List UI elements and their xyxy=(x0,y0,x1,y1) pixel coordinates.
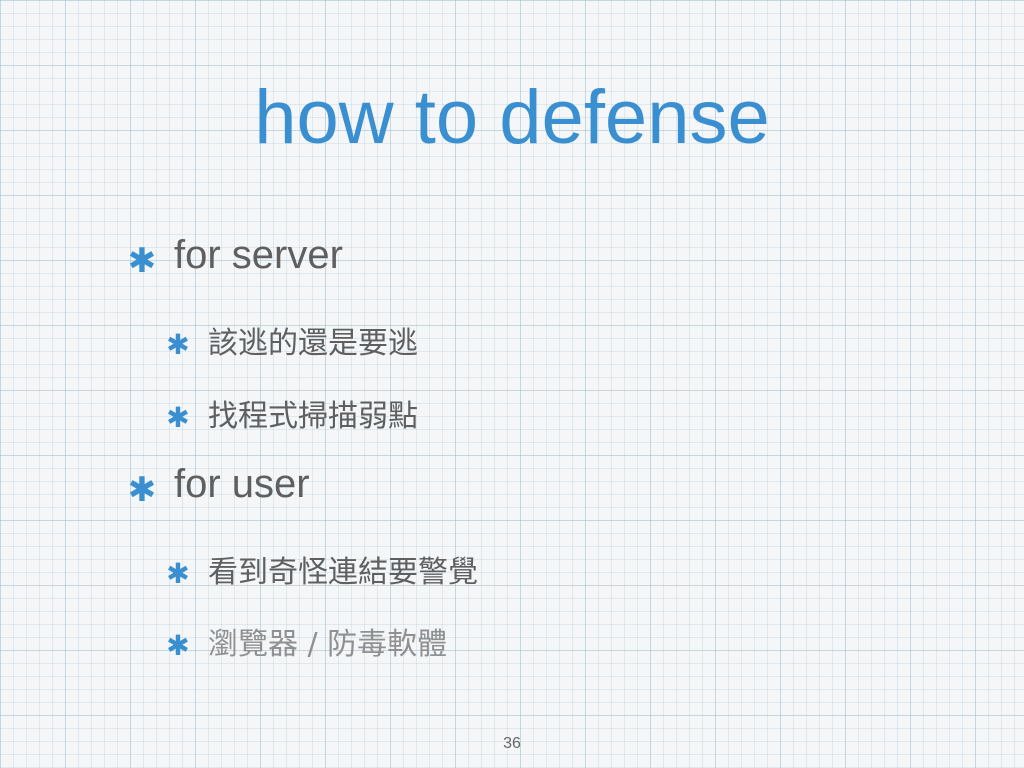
asterisk-bullet-icon: ✱ xyxy=(127,470,157,509)
bullet-text: for user xyxy=(174,462,310,506)
asterisk-bullet-icon: ✱ xyxy=(166,629,190,661)
asterisk-bullet-icon: ✱ xyxy=(127,241,157,280)
bullet-for-user: ✱ for user xyxy=(127,462,310,509)
sub-bullet-scan: ✱ 找程式掃描弱點 xyxy=(166,391,418,435)
sub-bullet-suspicious-links: ✱ 看到奇怪連結要警覺 xyxy=(166,547,478,591)
sub-bullet-text: 瀏覽器 / 防毒軟體 xyxy=(208,627,448,662)
asterisk-bullet-icon: ✱ xyxy=(166,328,190,360)
sub-bullet-escape: ✱ 該逃的還是要逃 xyxy=(166,318,418,362)
bullet-for-server: ✱ for server xyxy=(127,233,343,280)
bullet-text: for server xyxy=(174,233,343,277)
asterisk-bullet-icon: ✱ xyxy=(166,557,190,589)
sub-bullet-text: 找程式掃描弱點 xyxy=(208,399,418,434)
slide-title: how to defense xyxy=(254,75,770,160)
sub-bullet-text: 看到奇怪連結要警覺 xyxy=(208,555,478,590)
page-number: 36 xyxy=(503,735,521,752)
asterisk-bullet-icon: ✱ xyxy=(166,401,190,433)
sub-bullet-text: 該逃的還是要逃 xyxy=(208,326,418,361)
sub-bullet-browser-antivirus: ✱ 瀏覽器 / 防毒軟體 xyxy=(166,619,447,663)
